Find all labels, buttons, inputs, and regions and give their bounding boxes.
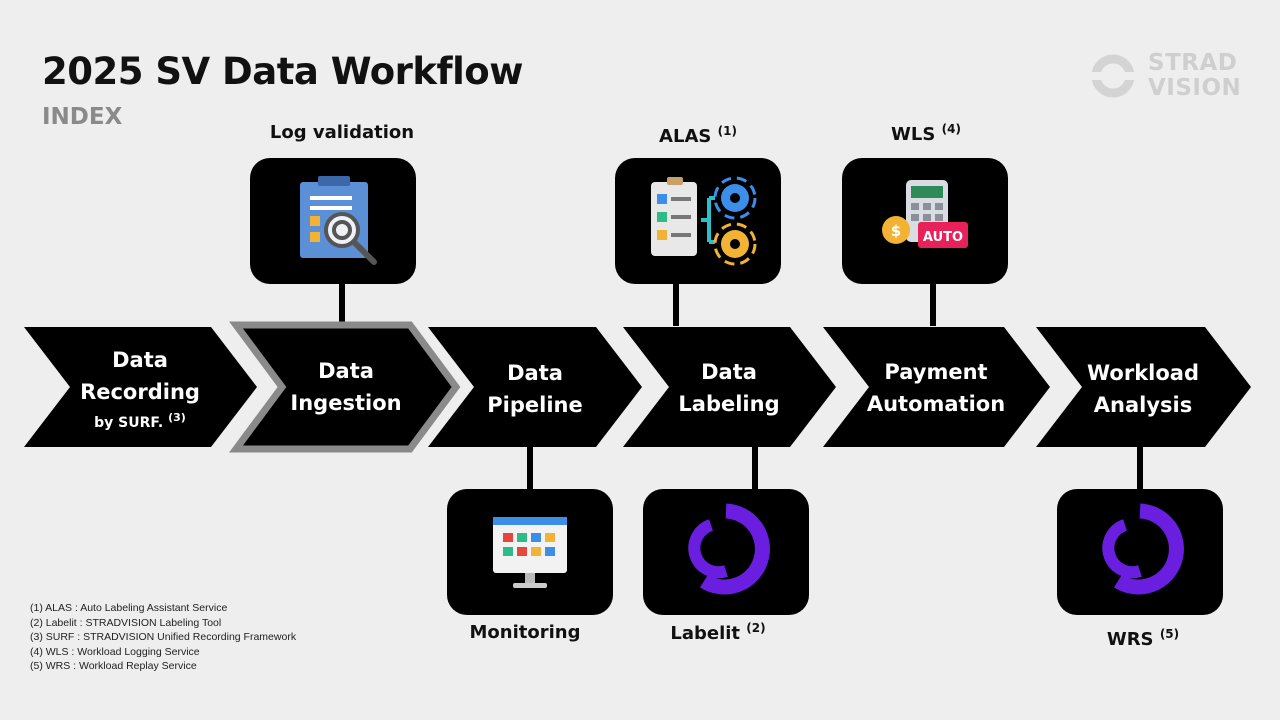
- purple-ring-logo-icon: [1102, 503, 1184, 595]
- caption-footnote: (4): [941, 122, 961, 136]
- page-title: 2025 SV Data Workflow: [42, 50, 523, 93]
- caption-footnote: (2): [746, 621, 766, 635]
- chevron-data-labeling: [623, 327, 836, 447]
- caption-labelit: Labelit (2): [648, 621, 788, 644]
- stradvision-logo: STRAD VISION: [1088, 48, 1248, 104]
- purple-ring-logo-icon: [688, 503, 770, 595]
- svg-text:AUTO: AUTO: [923, 230, 963, 245]
- caption-text: WRS: [1106, 629, 1154, 650]
- footnote-4: (4) WLS : Workload Logging Service: [30, 645, 200, 658]
- footnotes: (1) ALAS : Auto Labeling Assistant Servi…: [30, 601, 296, 674]
- calculator-auto-icon: $ AUTO: [882, 180, 968, 248]
- checklist-gears-icon: [651, 176, 757, 266]
- caption-footnote: (5): [1159, 627, 1180, 641]
- chevron-workload-analysis: [1036, 327, 1251, 447]
- stage-payment-automation: Payment Automation: [851, 356, 1021, 420]
- caption-wls: WLS (4): [856, 122, 996, 145]
- caption-alas: ALAS (1): [628, 124, 768, 147]
- caption-text: ALAS: [659, 126, 712, 147]
- chevron-payment-automation: [823, 327, 1050, 447]
- chevron-data-ingestion: [229, 321, 461, 453]
- stage-label-line1: Workload: [1087, 361, 1199, 385]
- box-labelit: [643, 489, 809, 615]
- clipboard-magnifier-icon: [300, 176, 377, 265]
- stage-label-line2: Automation: [866, 392, 1006, 416]
- logo-line-1: STRAD: [1148, 50, 1238, 76]
- stradvision-logo-mark-icon: [1091, 54, 1135, 98]
- footnote-5: (5) WRS : Workload Replay Service: [30, 660, 197, 672]
- stage-label-line2: Ingestion: [290, 391, 402, 415]
- stage-data-pipeline: Data Pipeline: [450, 357, 620, 421]
- monitor-dashboard-icon: [493, 517, 567, 588]
- footnote-3: (3) SURF : STRADVISION Unified Recording…: [30, 631, 297, 643]
- stage-sub-text: by SURF.: [94, 415, 164, 431]
- stage-data-recording: Data Recording by SURF. (3): [55, 344, 225, 433]
- footnote-1: (1) ALAS : Auto Labeling Assistant Servi…: [30, 602, 228, 614]
- stage-label-line1: Data: [112, 348, 168, 372]
- stage-workload-analysis: Workload Analysis: [1058, 357, 1228, 421]
- stage-data-labeling: Data Labeling: [644, 356, 814, 420]
- caption-text: Log validation: [269, 122, 415, 143]
- caption-text: Labelit: [670, 623, 741, 644]
- caption-footnote: (1): [717, 124, 737, 138]
- stage-label-line1: Payment: [884, 360, 988, 384]
- caption-monitoring: Monitoring: [455, 622, 595, 643]
- chevron-data-recording: [24, 327, 257, 447]
- svg-text:$: $: [891, 222, 901, 240]
- box-alas: [615, 158, 781, 284]
- chevron-data-pipeline: [428, 327, 642, 447]
- box-monitoring: [447, 489, 613, 615]
- stage-sub-footnote: (3): [168, 411, 186, 424]
- stage-data-ingestion: Data Ingestion: [261, 355, 431, 419]
- stage-sub-label: by SURF. (3): [55, 408, 225, 433]
- page-subtitle: INDEX: [42, 104, 123, 130]
- stage-label-line1: Data: [701, 360, 757, 384]
- box-wrs: [1057, 489, 1223, 615]
- caption-text: Monitoring: [469, 622, 581, 643]
- footnote-2: (2) Labelit : STRADVISION Labeling Tool: [30, 616, 222, 629]
- caption-log-validation: Log validation: [262, 122, 422, 143]
- box-wls: $ AUTO: [842, 158, 1008, 284]
- stage-label-line1: Data: [318, 359, 374, 383]
- stage-label-line2: Pipeline: [487, 393, 583, 417]
- stage-label-line2: Labeling: [678, 392, 780, 416]
- stage-label-line2: Analysis: [1093, 393, 1193, 417]
- logo-line-2: VISION: [1148, 75, 1242, 101]
- box-log-validation: [250, 158, 416, 284]
- stage-label-line2: Recording: [80, 380, 200, 404]
- caption-text: WLS: [891, 124, 936, 145]
- logo-text: STRAD VISION: [1148, 51, 1241, 101]
- stage-label-line1: Data: [507, 361, 563, 385]
- caption-wrs: WRS (5): [1073, 627, 1213, 650]
